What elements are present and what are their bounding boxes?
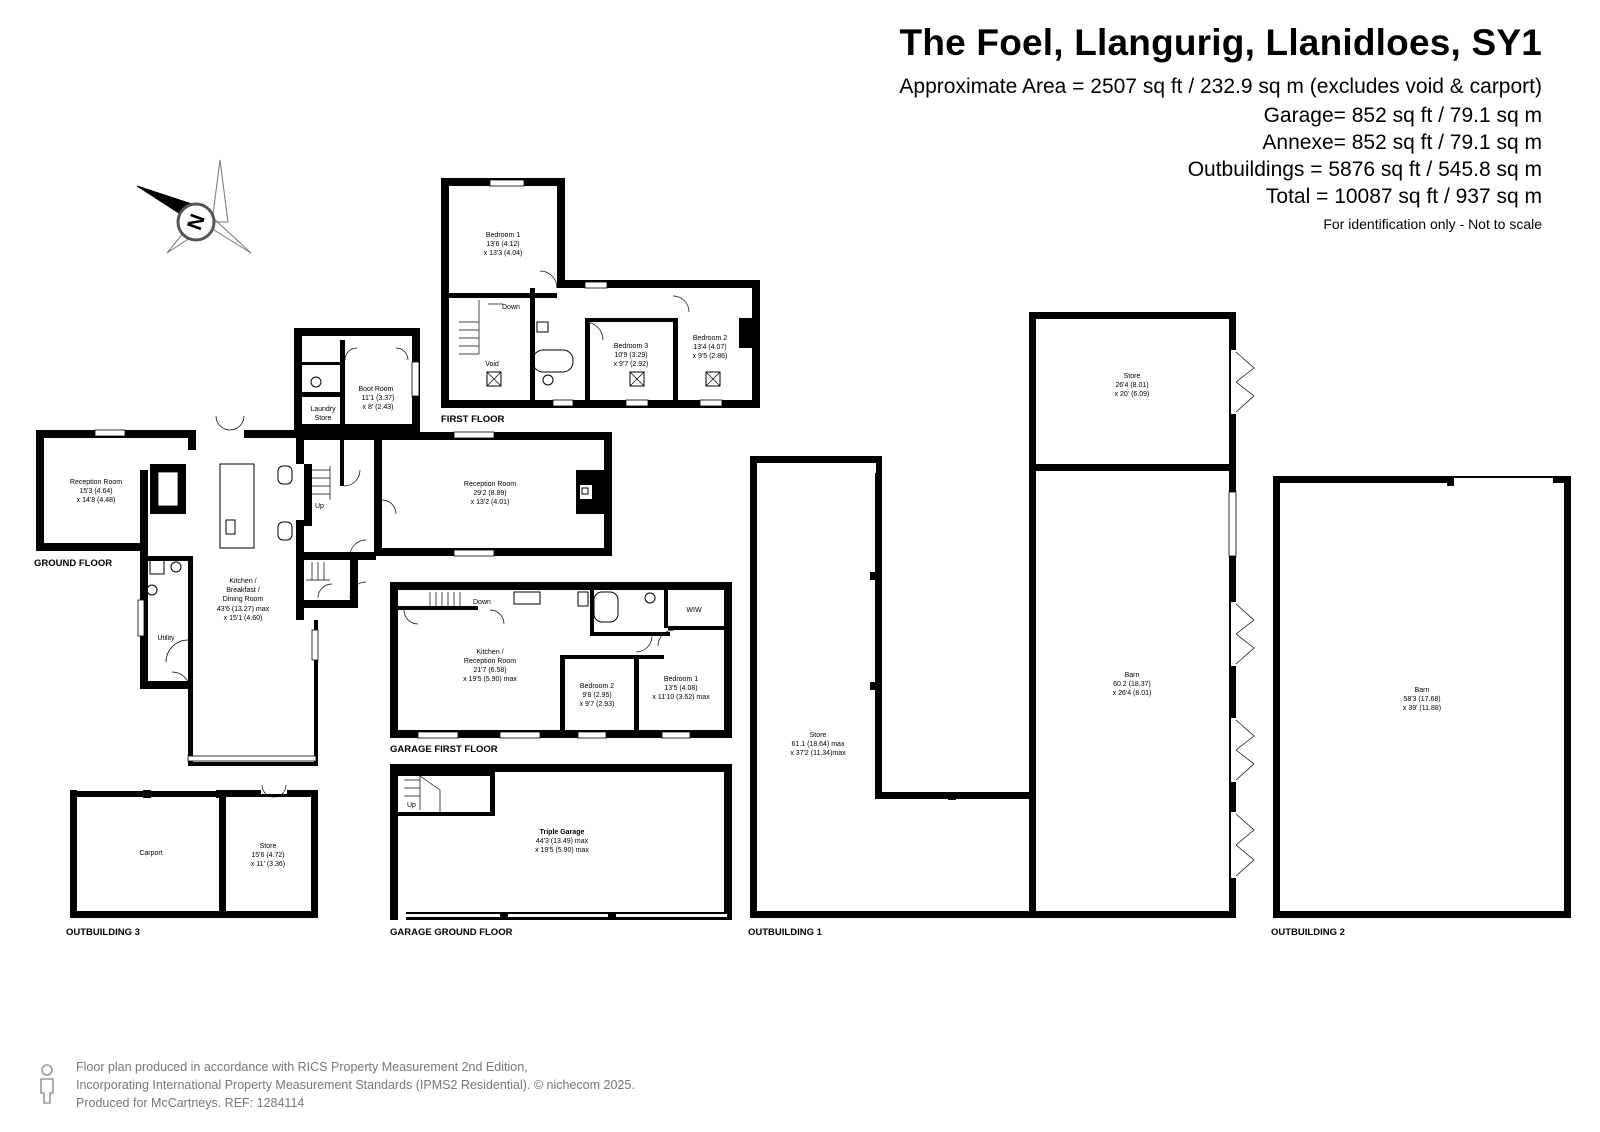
room-dims: 61.1 (18.64) max: [792, 741, 845, 748]
ground-floor-plan: Reception Room 15'3 (4.64) x 14'8 (4.48)…: [34, 328, 612, 766]
room-dims: 58'3 (17.68): [1403, 696, 1440, 703]
outbuilding-3-plan: Carport Store 15'6 (4.72) x 11' (3.36) O…: [66, 784, 318, 938]
room-dims: x 9'7 (2.92): [614, 361, 649, 368]
room-name: Barn: [1125, 672, 1140, 679]
room-name: Reception Room: [464, 481, 516, 488]
room-dims: x 20' (6.09): [1115, 391, 1150, 398]
disclaimer-note: For identification only - Not to scale: [1323, 216, 1542, 232]
room-name: Laundry: [310, 406, 336, 413]
room-name: Reception Room: [70, 479, 122, 486]
room-dims: x 9'5 (2.86): [693, 353, 728, 360]
room-name: Triple Garage: [540, 829, 585, 836]
room-dims: x 15'1 (4.60): [224, 615, 263, 622]
floor-label-first: FIRST FLOOR: [441, 414, 504, 425]
stair-label: Up: [407, 802, 416, 809]
footer-line: Incorporating International Property Mea…: [76, 1078, 635, 1092]
room-name: Kitchen /: [476, 649, 503, 656]
room-name: Store: [1124, 373, 1141, 380]
stair-label: Down: [502, 304, 520, 311]
room-dims: x 26'4 (8.01): [1113, 690, 1152, 697]
footer-line: Produced for McCartneys. REF: 1284114: [76, 1096, 305, 1110]
floor-label-garage-ground: GARAGE GROUND FLOOR: [390, 927, 513, 938]
area-garage: Garage= 852 sq ft / 79.1 sq m: [1263, 104, 1542, 127]
room-name: Breakfast /: [226, 587, 260, 594]
footer-credits: Floor plan produced in accordance with R…: [76, 1058, 635, 1112]
compass-north-letter: N: [183, 211, 210, 233]
room-dims: 13'5 (4.08): [664, 685, 697, 692]
room-dims: x 37'2 (11.34)max: [790, 750, 846, 757]
room-dims: 26'4 (8.01): [1115, 382, 1148, 389]
room-name: Bedroom 3: [614, 343, 648, 350]
first-floor-plan: Bedroom 1 13'6 (4.12) x 13'3 (4.04) Down…: [441, 178, 760, 425]
room-dims: x 19'5 (5.90) max: [463, 676, 517, 683]
floor-label-outbuilding-1: OUTBUILDING 1: [748, 927, 823, 938]
room-dims: x 14'8 (4.48): [77, 497, 116, 504]
room-name: Bedroom 1: [486, 232, 520, 239]
room-dims: 15'3 (4.64): [79, 488, 112, 495]
room-name: Store: [315, 415, 332, 422]
garage-first-floor-plan: Down WIW Kitchen / Reception Room 21'7 (…: [390, 582, 732, 755]
room-name: Dining Room: [223, 596, 264, 603]
room-name: Utility: [157, 635, 175, 642]
room-name: Bedroom 1: [664, 676, 698, 683]
room-name: Boot Room: [358, 386, 393, 393]
person-logo-icon: [40, 1064, 54, 1104]
garage-ground-floor-plan: Up Triple Garage 44'3 (13.49) max x 19'5…: [390, 764, 732, 938]
room-dims: 43'6 (13.27) max: [217, 606, 270, 613]
room-name: Bedroom 2: [693, 335, 727, 342]
room-dims: 60.2 (18.37): [1113, 681, 1151, 688]
room-name: Void: [485, 361, 499, 368]
outbuilding-2-plan: Barn 58'3 (17.68) x 39' (11.88) OUTBUILD…: [1271, 476, 1571, 938]
floor-label-ground: GROUND FLOOR: [34, 558, 112, 569]
area-total: Total = 10087 sq ft / 937 sq m: [1265, 185, 1542, 208]
floor-label-outbuilding-3: OUTBUILDING 3: [66, 927, 140, 938]
room-name: Barn: [1415, 687, 1430, 694]
compass-icon: N: [136, 159, 252, 254]
room-dims: x 13'3 (4.04): [484, 250, 523, 257]
room-dims: x 19'5 (5.90) max: [535, 847, 589, 854]
footer-line: Floor plan produced in accordance with R…: [76, 1060, 528, 1074]
area-total-house: Approximate Area = 2507 sq ft / 232.9 sq…: [899, 75, 1542, 98]
room-dims: 21'7 (6.58): [473, 667, 506, 674]
room-dims: x 8' (2.43): [363, 404, 394, 411]
page-title: The Foel, Llangurig, Llanidloes, SY1: [899, 22, 1542, 63]
room-name: Kitchen /: [229, 578, 256, 585]
room-dims: 10'9 (3.29): [614, 352, 647, 359]
floor-label-outbuilding-2: OUTBUILDING 2: [1271, 927, 1345, 938]
room-dims: x 9'7 (2.93): [580, 701, 615, 708]
room-dims: x 39' (11.88): [1403, 705, 1441, 712]
outbuilding-1-plan: Store 26'4 (8.01) x 20' (6.09) Store 61.…: [748, 312, 1255, 938]
room-dims: 13'4 (4.07): [693, 344, 726, 351]
room-name: WIW: [686, 607, 702, 614]
room-name: Store: [260, 843, 277, 850]
room-name: Carport: [139, 850, 162, 857]
floor-label-garage-first: GARAGE FIRST FLOOR: [390, 744, 498, 755]
room-dims: 44'3 (13.49) max: [536, 838, 589, 845]
room-dims: 29'2 (8.89): [473, 490, 506, 497]
room-dims: x 11'10 (3.62) max: [652, 694, 710, 701]
room-name: Reception Room: [464, 658, 516, 665]
room-name: Bedroom 2: [580, 683, 614, 690]
room-dims: 9'8 (2.95): [582, 692, 611, 699]
room-dims: 13'6 (4.12): [486, 241, 519, 248]
area-outbuildings: Outbuildings = 5876 sq ft / 545.8 sq m: [1187, 158, 1542, 181]
room-name: Store: [810, 732, 827, 739]
room-dims: 15'6 (4.72): [251, 852, 284, 859]
room-dims: x 11' (3.36): [251, 861, 285, 868]
room-dims: x 13'2 (4.01): [471, 499, 510, 506]
area-annexe: Annexe= 852 sq ft / 79.1 sq m: [1262, 131, 1542, 154]
stair-label: Down: [473, 599, 491, 606]
room-dims: 11'1 (3.37): [362, 395, 395, 402]
stair-label: Up: [315, 503, 324, 510]
